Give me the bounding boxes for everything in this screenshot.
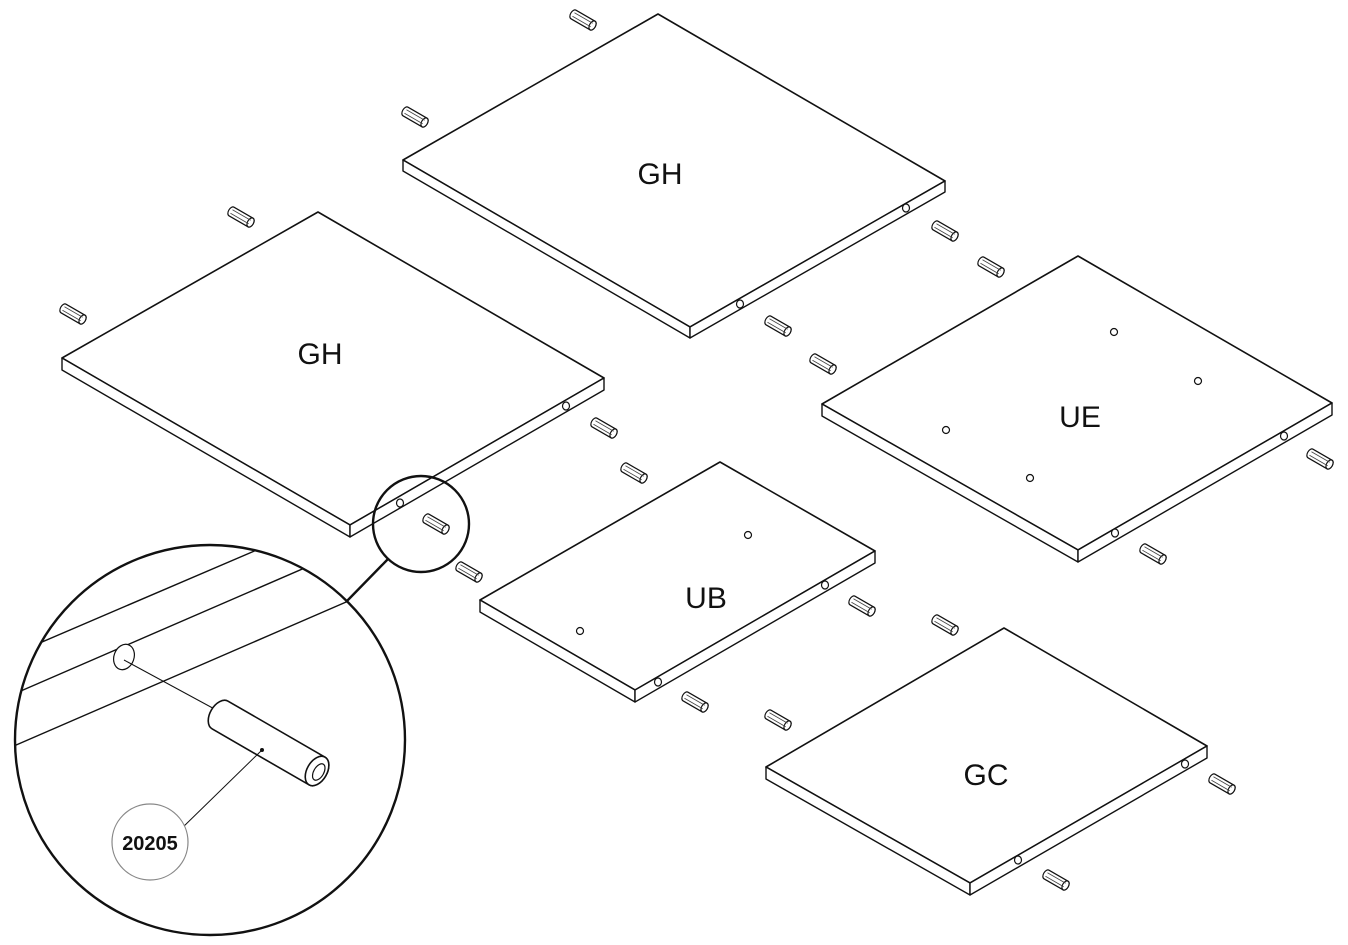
shelf-pin-hole [575,626,585,636]
dowel-pin-icon [453,560,485,584]
detail-hole [113,643,135,671]
panel-gh-front: GH [61,211,605,538]
dowel-hole [901,203,911,213]
dowel-pin-icon [975,255,1007,279]
dowel-pin-icon [807,352,839,376]
magnifier-callout [345,474,471,603]
panel-gc: GC [765,627,1208,896]
dowel-pin-icon [567,8,599,32]
dowel-hole [561,401,571,411]
part-number-label: 20205 [122,833,178,855]
dowel-pin-icon [846,594,878,618]
shelf-pin-hole [1025,473,1035,483]
dowel-pin-icon [420,512,452,536]
panel-label-gh-front: GH [298,338,343,371]
panel-ue: UE [821,255,1333,563]
dowel-hole [735,299,745,309]
detail-view: 20205 [13,543,407,937]
dowel-hole [1110,528,1120,538]
panel-ub: UB [479,461,876,703]
shelf-pin-hole [1193,376,1203,386]
dowel-hole [1013,855,1023,865]
detail-circle [13,543,407,937]
part-number-bubble [111,803,189,881]
dowel-hole [820,580,830,590]
dowel-pin-icon [1137,542,1169,566]
panel-label-gh-back: GH [638,158,683,191]
dowel-pin-icon [225,205,257,229]
shelf-pin-hole [941,425,951,435]
panel-label-gc: GC [964,759,1009,792]
dowel-pin-icon [588,416,620,440]
dowel-hole [653,677,663,687]
detail-dowel-icon [207,699,330,787]
callout-connector [345,558,389,603]
dowel-pin-icon [929,219,961,243]
detail-marker-circle [371,474,471,574]
dowel-pin-icon [618,461,650,485]
shelf-pin-hole [743,530,753,540]
dowel-pin-icon [762,314,794,338]
dowel-pin-icon [1040,868,1072,892]
panel-label-ue: UE [1059,401,1101,434]
dowel-pin-icon [57,302,89,326]
panel-label-ub: UB [685,582,727,615]
dowel-hole [1180,759,1190,769]
dowel-pin-icon [1206,772,1238,796]
dowel-hole [1279,431,1289,441]
dowel-pin-icon [929,613,961,637]
shelf-pin-hole [1109,327,1119,337]
dowel-pin-icon [1304,447,1336,471]
dowel-hole [395,498,405,508]
dowel-pin-icon [762,708,794,732]
dowel-pin-icon [679,690,711,714]
dowel-pin-icon [399,105,431,129]
panel-gh-back: GH [402,13,946,339]
